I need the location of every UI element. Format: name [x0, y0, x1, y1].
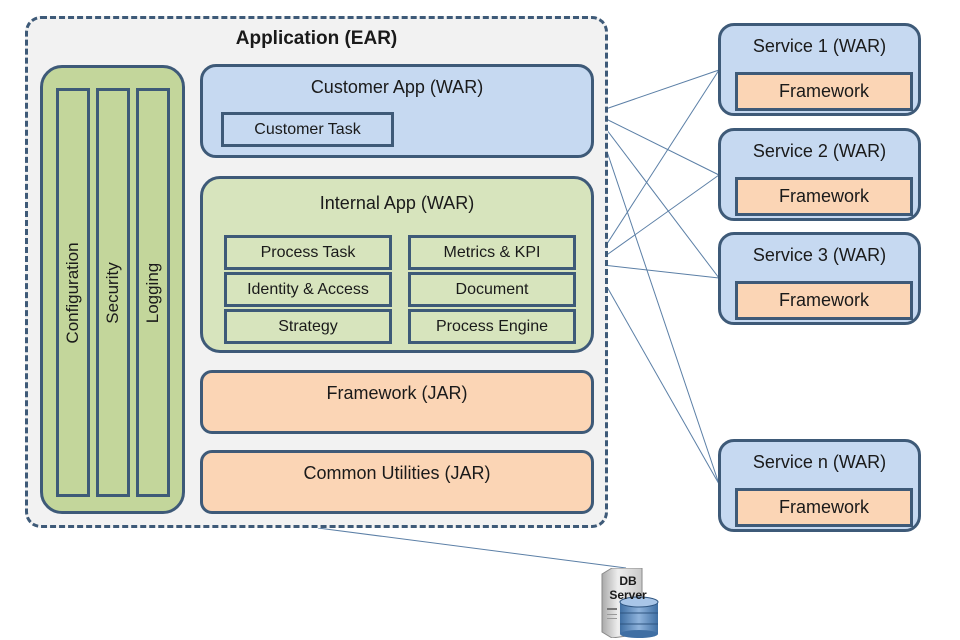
service-1-title: Service 1 (WAR)	[752, 36, 887, 56]
customer-task-module: Customer Task	[221, 112, 394, 147]
identity-access-module: Identity & Access	[224, 272, 392, 307]
strategy-module: Strategy	[224, 309, 392, 344]
service-1-framework-module: Framework	[735, 72, 913, 111]
service-3-box: Service 3 (WAR) Framework	[718, 232, 921, 325]
service-n-box: Service n (WAR) Framework	[718, 439, 921, 532]
service-2-box: Service 2 (WAR) Framework	[718, 128, 921, 221]
framework-jar-title: Framework (JAR)	[326, 383, 468, 403]
connector-internal-app-service-2	[593, 174, 720, 265]
connector-internal-app-service-n	[593, 263, 720, 485]
document-module: Document	[408, 272, 576, 307]
process-engine-module: Process Engine	[408, 309, 576, 344]
security-column: Security	[96, 88, 130, 497]
security-label: Security	[103, 261, 122, 324]
internal-app-title: Internal App (WAR)	[319, 193, 475, 213]
service-n-title: Service n (WAR)	[752, 452, 887, 472]
configuration-column: Configuration	[56, 88, 90, 497]
metrics-kpi-module: Metrics & KPI	[408, 235, 576, 270]
db-server-label-line1: DB	[619, 574, 637, 588]
logging-label: Logging	[143, 262, 162, 323]
connector-internal-app-service-3	[593, 263, 720, 279]
common-utilities-jar-title: Common Utilities (JAR)	[303, 463, 491, 483]
customer-app-title: Customer App (WAR)	[310, 77, 484, 97]
connector-customer-app-service-2	[593, 112, 720, 176]
db-server-label: DB Server	[606, 574, 650, 602]
connector-customer-app-service-n	[593, 112, 720, 485]
logging-column: Logging	[136, 88, 170, 497]
application-ear-title: Application (EAR)	[235, 28, 398, 49]
connector-internal-app-service-1	[593, 69, 720, 265]
internal-app-box: Internal App (WAR) Process Task Identity…	[200, 176, 594, 353]
service-3-framework-module: Framework	[735, 281, 913, 320]
connector-ear-db-server	[317, 527, 627, 569]
service-3-title: Service 3 (WAR)	[752, 245, 887, 265]
service-2-framework-module: Framework	[735, 177, 913, 216]
connector-customer-app-service-1	[593, 69, 720, 114]
common-utilities-jar-box: Common Utilities (JAR)	[200, 450, 594, 514]
customer-app-box: Customer App (WAR) Customer Task	[200, 64, 594, 158]
service-n-framework-module: Framework	[735, 488, 913, 527]
db-server-icon	[601, 568, 659, 638]
framework-jar-box: Framework (JAR)	[200, 370, 594, 434]
service-2-title: Service 2 (WAR)	[752, 141, 887, 161]
db-server-label-line2: Server	[609, 588, 647, 602]
process-task-module: Process Task	[224, 235, 392, 270]
service-1-box: Service 1 (WAR) Framework	[718, 23, 921, 116]
configuration-label: Configuration	[63, 241, 82, 344]
connector-customer-app-service-3	[593, 112, 720, 279]
